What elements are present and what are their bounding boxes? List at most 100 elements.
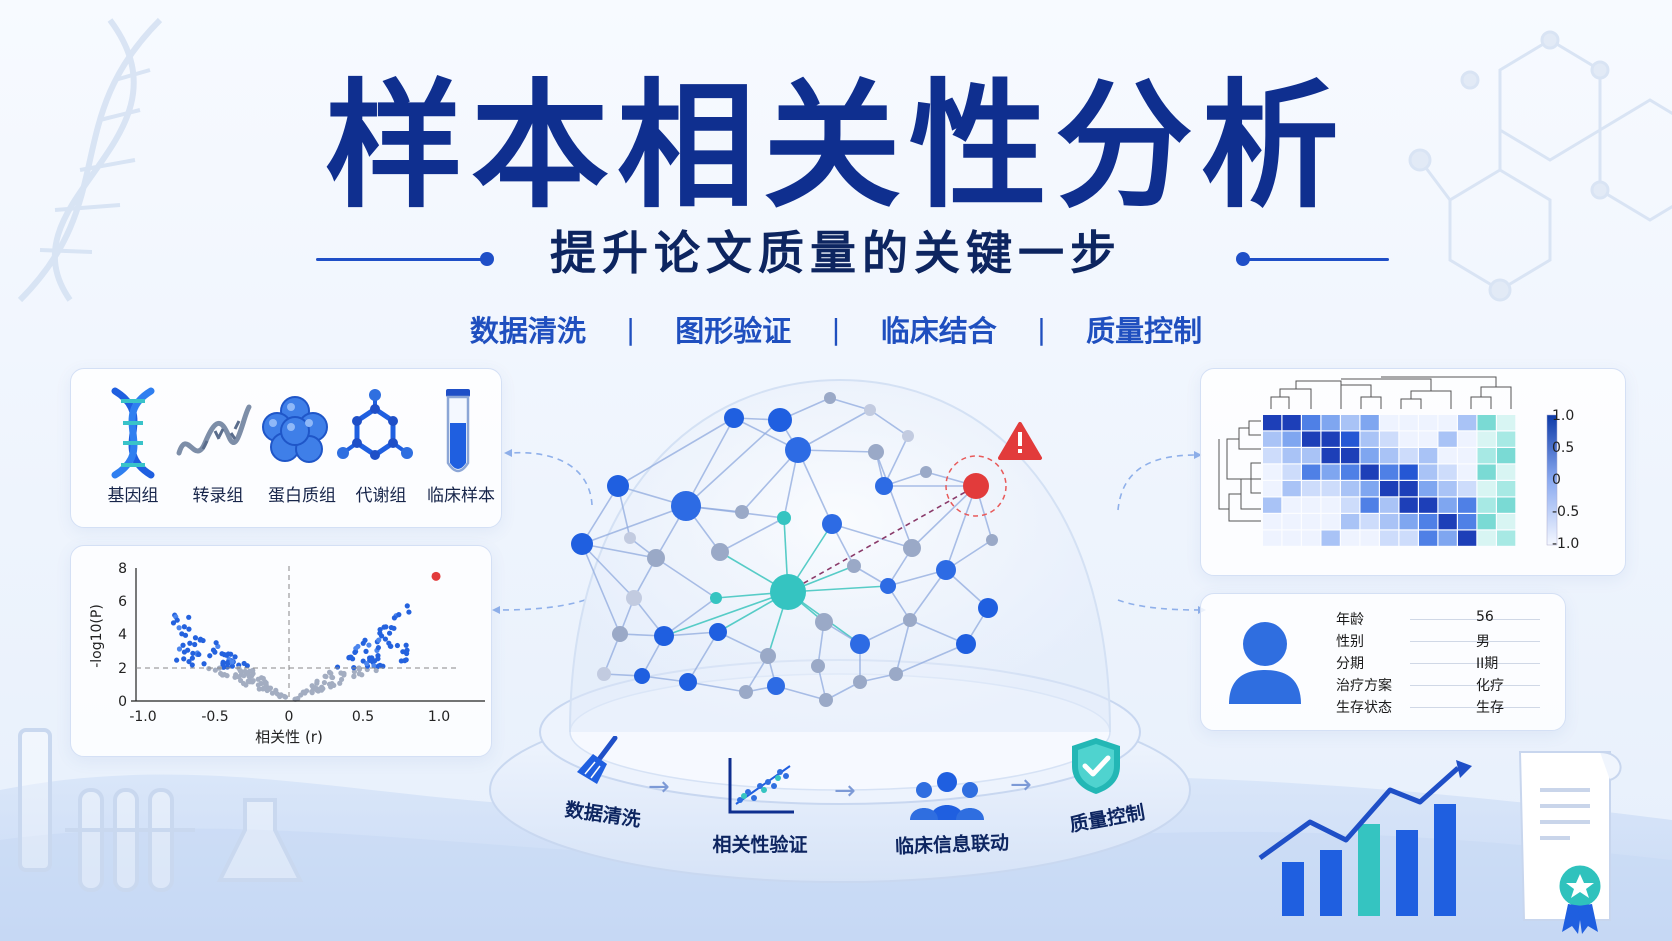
heatmap-cell: [1477, 415, 1496, 431]
bottom-wave-light: [0, 828, 1672, 941]
clinical-value: 男: [1476, 634, 1490, 650]
heatmap-cell: [1497, 415, 1516, 431]
lab-glassware-decoration: [18, 728, 304, 892]
heatmap-cell: [1497, 481, 1516, 497]
volcano-point: [237, 668, 243, 674]
heatmap-legend-tick: -1.0: [1552, 536, 1580, 552]
network-node: [853, 675, 867, 689]
heatmap-cell: [1477, 514, 1496, 530]
keyword-data-cleaning: 数据清洗: [469, 314, 586, 348]
keyword-separator: |: [625, 312, 636, 346]
volcano-point: [229, 663, 235, 669]
network-node: [612, 626, 628, 642]
y-tick: 4: [118, 627, 127, 643]
volcano-point: [237, 677, 244, 684]
volcano-point: [351, 673, 357, 680]
heatmap-cell: [1399, 464, 1418, 480]
volcano-plot: -1.0 -0.5 0 0.5 1.0 0 2 4 6 8 相关性 (r) -l…: [89, 561, 485, 746]
network-edge: [655, 557, 717, 599]
heatmap-cell: [1360, 415, 1379, 431]
network-node: [903, 539, 921, 557]
heatmap-cell: [1263, 481, 1282, 497]
heatmap-cell: [1341, 464, 1360, 480]
network-node: [847, 559, 861, 573]
heatmap-cell: [1497, 448, 1516, 464]
network-edge: [831, 523, 913, 549]
network-edge: [887, 569, 947, 587]
network-node: [785, 437, 811, 463]
heatmap-cell: [1497, 530, 1516, 546]
network-edge: [581, 543, 635, 599]
heatmap-cell: [1477, 497, 1496, 513]
volcano-point: [229, 659, 235, 665]
heatmap-cell: [1302, 431, 1321, 447]
network-node: [777, 511, 791, 525]
network-node: [920, 466, 932, 478]
heatmap-cell: [1458, 448, 1477, 464]
volcano-point: [201, 661, 207, 667]
network-edge: [617, 417, 735, 487]
pipeline-step-correlation-validation: 相关性验证: [712, 834, 808, 856]
volcano-point: [220, 661, 226, 667]
volcano-point: [221, 652, 227, 658]
heatmap-cell: [1263, 448, 1282, 464]
volcano-point: [189, 655, 195, 661]
heatmap-card: [1200, 368, 1626, 576]
dna-icon: [91, 387, 175, 483]
volcano-point: [170, 620, 177, 626]
volcano-point: [394, 642, 401, 649]
heatmap-cell: [1380, 481, 1399, 497]
volcano-point: [382, 636, 389, 642]
clinical-field-age: 年龄 56: [1336, 609, 1540, 629]
clinical-field-treatment: 治疗方案 化疗: [1336, 675, 1540, 695]
heatmap-cell: [1380, 448, 1399, 464]
volcano-point: [181, 649, 188, 655]
network-edge: [663, 597, 717, 637]
omics-card: 基因组 转录组 蛋白质组 代谢组 临床样本: [70, 368, 502, 528]
network-edge: [719, 517, 785, 553]
y-tick: 2: [118, 661, 127, 677]
heatmap-cell: [1282, 481, 1301, 497]
volcano-point: [180, 642, 186, 648]
clinical-value: 生存: [1476, 700, 1504, 716]
volcano-point: [309, 683, 315, 689]
clinical-value: 56: [1476, 609, 1494, 625]
volcano-point: [300, 689, 306, 695]
network-edge: [869, 409, 909, 437]
volcano-point: [355, 643, 361, 650]
volcano-point: [381, 624, 387, 630]
heatmap-cell: [1321, 431, 1340, 447]
network-node: [739, 685, 753, 699]
volcano-point: [364, 661, 370, 667]
volcano-point: [391, 615, 398, 621]
network-node: [709, 623, 727, 641]
volcano-point: [404, 647, 410, 653]
heatmap-cell: [1438, 514, 1457, 530]
heatmap-cell: [1497, 431, 1516, 447]
network-node: [875, 477, 893, 495]
volcano-point: [182, 632, 189, 638]
heatmap-cell: [1302, 448, 1321, 464]
network-node: [824, 392, 836, 404]
omics-label-genome: 基因组: [107, 486, 159, 506]
page-title: 样本相关性分析: [324, 66, 1347, 227]
volcano-point: [181, 656, 187, 662]
network-node: [902, 430, 914, 442]
heatmap-cell: [1302, 481, 1321, 497]
network-node: [671, 491, 701, 521]
volcano-point: [247, 679, 253, 685]
clinical-key: 年龄: [1336, 612, 1364, 628]
heatmap-cell: [1419, 415, 1438, 431]
volcano-point: [278, 692, 284, 698]
heatmap-cell: [1399, 497, 1418, 513]
heatmap-cell: [1497, 464, 1516, 480]
volcano-point: [174, 657, 180, 663]
heatmap-cell: [1380, 415, 1399, 431]
heatmap-cell: [1321, 481, 1340, 497]
network-node: [864, 404, 876, 416]
heatmap-cell: [1419, 514, 1438, 530]
volcano-point: [404, 603, 410, 609]
network-edge: [685, 417, 735, 507]
volcano-point: [329, 681, 335, 687]
volcano-point: [378, 633, 385, 639]
